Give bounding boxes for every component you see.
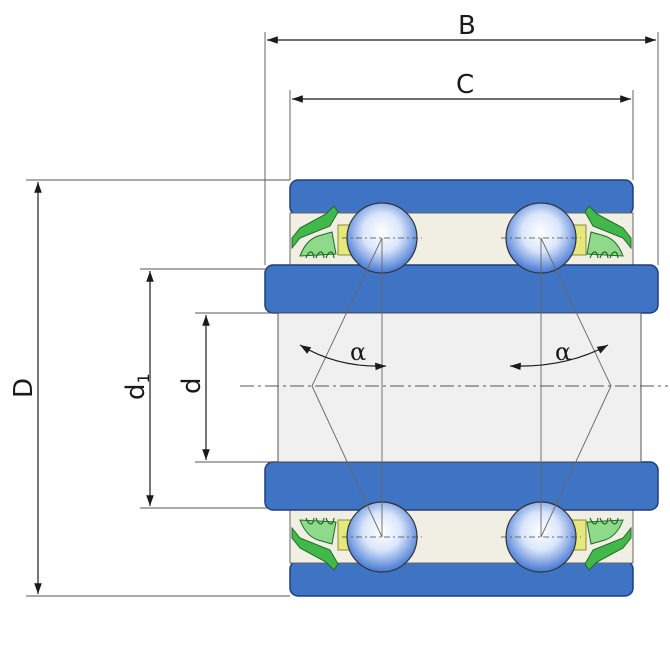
dimension-label-d: d (177, 377, 207, 394)
contact-angle-lines (311, 237, 612, 538)
dimension-label-d1: d1 (121, 373, 153, 400)
angle-arc-right (509, 344, 609, 371)
dimension-label-d1-main: d (121, 383, 151, 400)
extension-lines (26, 32, 659, 597)
angle-label-left: α (350, 338, 366, 366)
seal-top-right (584, 205, 632, 259)
dimension-label-D: D (9, 378, 39, 398)
seal-top-left (291, 205, 339, 259)
inner-ring-top (264, 264, 659, 314)
dimension-label-C: C (456, 70, 474, 100)
outer-ring-top (289, 179, 634, 216)
dimension-label-d1-sub: 1 (134, 373, 153, 383)
seal-bottom-left (291, 517, 339, 571)
inner-ring-bottom (264, 461, 659, 511)
angle-arc-left (299, 344, 387, 371)
dimension-label-B: B (458, 11, 476, 41)
ball-center-marks (342, 237, 581, 538)
seal-bottom-right (584, 517, 632, 571)
bore-area (277, 312, 642, 463)
angle-label-right: α (555, 338, 571, 366)
outer-ring-bottom (289, 560, 634, 597)
